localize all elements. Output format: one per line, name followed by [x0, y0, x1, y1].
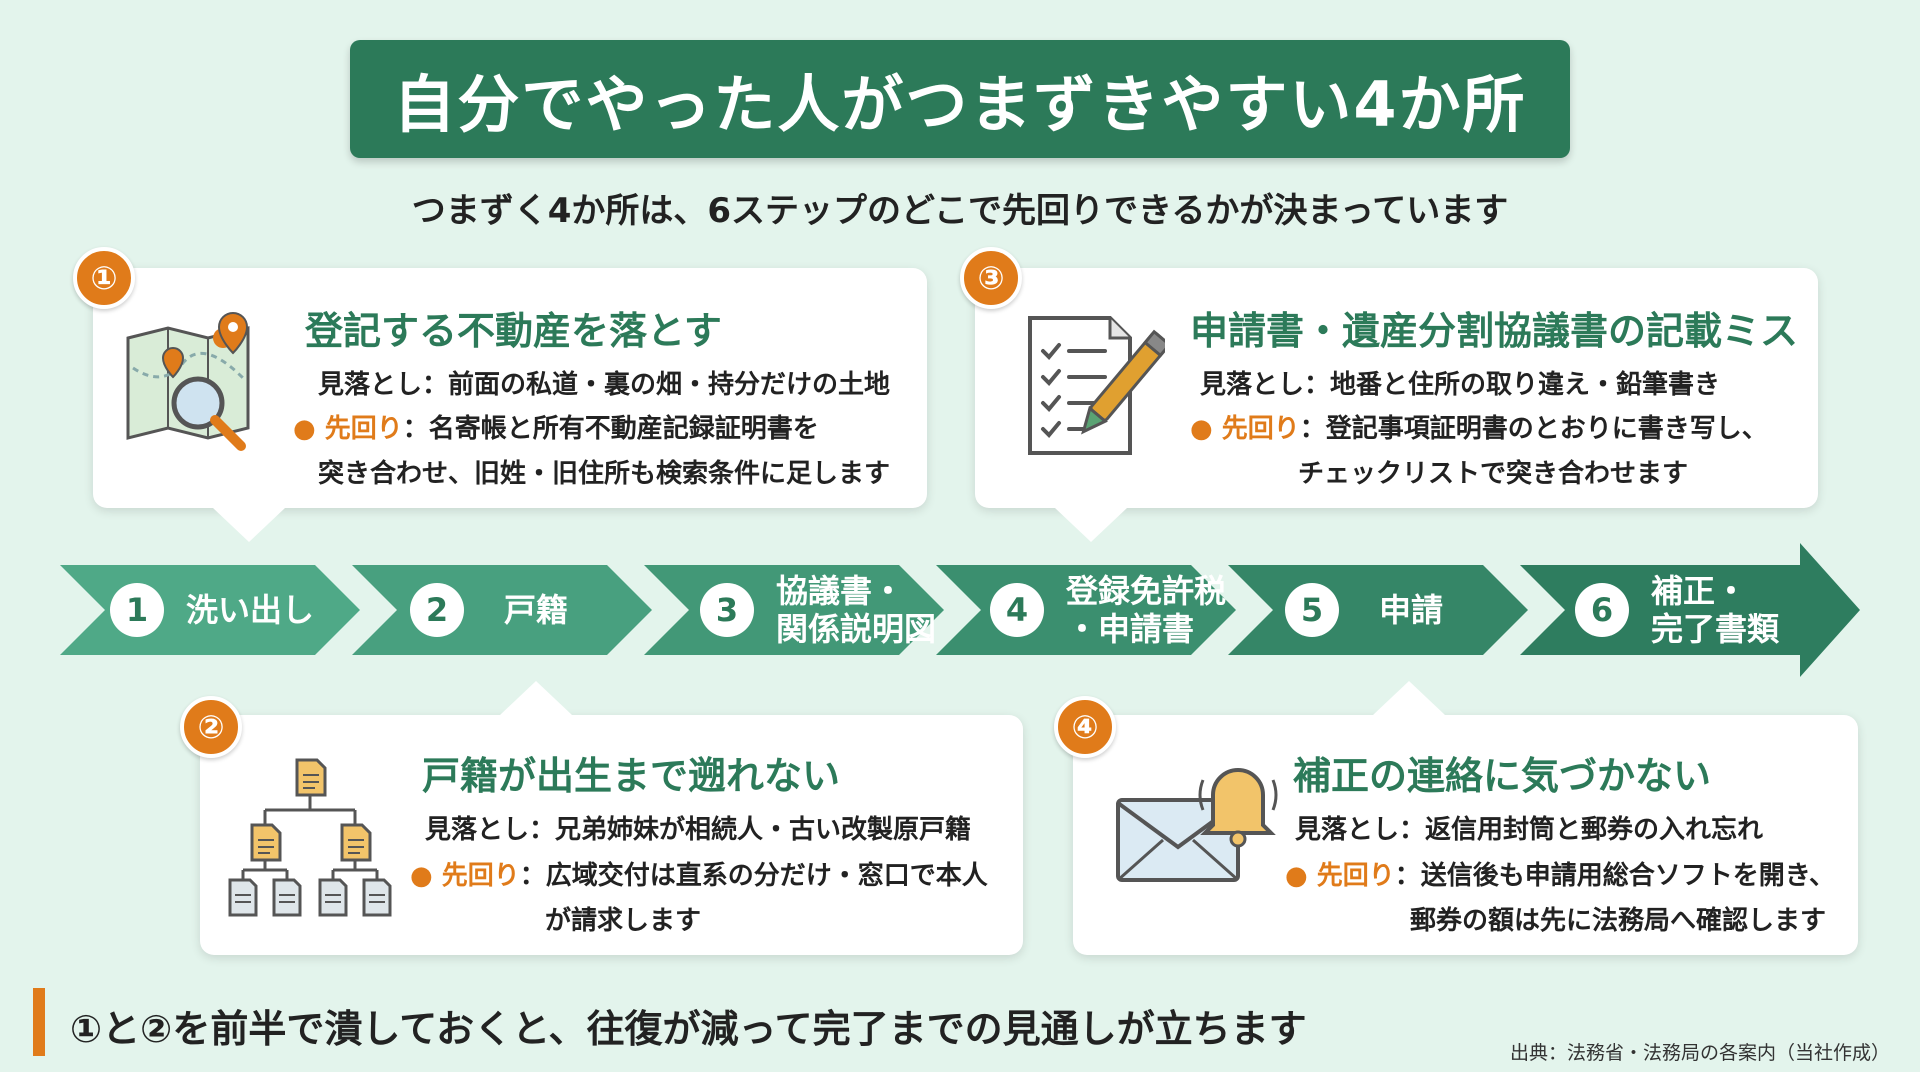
step-label-line-2: ・申請書 [1066, 610, 1195, 648]
step-label-line-2: 関係説明図 [776, 610, 937, 648]
fix-line-2: 郵券の額は先に法務局へ確認します [1410, 906, 1827, 936]
map-search-icon [123, 308, 273, 462]
source-note: 出典：法務省・法務局の各案内（当社作成） [1509, 1042, 1890, 1064]
fix-line-2: チェックリストで突き合わせます [1298, 459, 1689, 489]
step-label: 戸籍 [504, 591, 569, 629]
fix-label: 先回り [441, 861, 520, 891]
card-pitfall-4: 補正の連絡に気づかない 見落とし：返信用封筒と郵券の入れ忘れ ● 先回り：送信後… [1073, 681, 1858, 955]
step-1: 1 洗い出し [110, 543, 314, 677]
process-flow: 1 洗い出し 2 戸籍 3 協議書・関係説明図 4 登録免許税・申請書 5 申請… [60, 543, 1860, 677]
step-number: 5 [1285, 583, 1339, 637]
step-chevron-6 [1520, 543, 1860, 677]
miss-text: 見落とし：地番と住所の取り違え・鉛筆書き [1200, 370, 1721, 400]
miss-text: 見落とし：前面の私道・裏の畑・持分だけの土地 [318, 370, 891, 400]
fix-label: 先回り [324, 414, 403, 444]
card-title: 登記する不動産を落とす [305, 309, 722, 353]
family-tree-icon [225, 755, 395, 929]
fix-line-2: が請求します [545, 906, 702, 936]
card-title: 補正の連絡に気づかない [1293, 754, 1712, 798]
badge-1: ① [73, 247, 135, 309]
step-number: 1 [110, 583, 164, 637]
badge-2: ② [180, 696, 242, 758]
step-label: 洗い出し [186, 591, 315, 629]
step-6: 6 補正・完了書類 [1575, 543, 1779, 677]
fix-text: ● 先回り：登記事項証明書のとおりに書き写し、 チェックリストで突き合わせます [1190, 414, 1768, 489]
fix-label: 先回り [1316, 861, 1395, 891]
miss-text: 見落とし：返信用封筒と郵券の入れ忘れ [1295, 815, 1764, 845]
fix-text: ● 先回り：広域交付は直系の分だけ・窓口で本人 が請求します [410, 861, 988, 936]
fix-text: ● 先回り：送信後も申請用総合ソフトを開き、 郵券の額は先に法務局へ確認します [1285, 861, 1835, 936]
step-number: 3 [700, 583, 754, 637]
fix-line-1: ：登記事項証明書のとおりに書き写し、 [1299, 414, 1768, 444]
step-label: 申請 [1379, 591, 1444, 629]
step-3: 3 協議書・関係説明図 [700, 543, 936, 677]
badge-3: ③ [960, 247, 1022, 309]
badge-4: ④ [1054, 696, 1116, 758]
checklist-pen-icon [1025, 313, 1172, 467]
step-label-line-1: 補正・ [1651, 572, 1748, 610]
step-label-line-2: 完了書類 [1651, 610, 1780, 648]
page-title: 自分でやった人がつまずきやすい4か所 [393, 68, 1527, 141]
fix-line-1: ：名寄帳と所有不動産記録証明書を [402, 414, 819, 444]
step-label-line-1: 登録免許税 [1066, 572, 1227, 610]
card-pitfall-3: 申請書・遺産分割協議書の記載ミス 見落とし：地番と住所の取り違え・鉛筆書き ● … [975, 268, 1818, 542]
bottom-accent-bar [33, 988, 45, 1056]
step-4: 4 登録免許税・申請書 [990, 543, 1226, 677]
miss-text: 見落とし：兄弟姉妹が相続人・古い改製原戸籍 [425, 815, 972, 845]
step-number: 4 [990, 583, 1044, 637]
step-label-line-1: 協議書・ [776, 572, 905, 610]
card-title: 戸籍が出生まで遡れない [422, 754, 841, 798]
mail-bell-icon [1113, 765, 1283, 889]
card-pitfall-2: 戸籍が出生まで遡れない 見落とし：兄弟姉妹が相続人・古い改製原戸籍 ● 先回り：… [200, 681, 1023, 955]
step-5: 5 申請 [1285, 543, 1443, 677]
fix-line-1: ：広域交付は直系の分だけ・窓口で本人 [519, 861, 988, 891]
fix-line-1: ：送信後も申請用総合ソフトを開き、 [1394, 861, 1835, 891]
card-pitfall-1: 登記する不動産を落とす 見落とし：前面の私道・裏の畑・持分だけの土地 ● 先回り… [93, 268, 927, 542]
card-title: 申請書・遺産分割協議書の記載ミス [1190, 309, 1799, 353]
subtitle: つまずく4か所は、6ステップのどこで先回りできるかが決まっています [411, 191, 1509, 231]
fix-text: ● 先回り：名寄帳と所有不動産記録証明書を 突き合わせ、旧姓・旧住所も検索条件に… [293, 414, 891, 489]
fix-label: 先回り [1221, 414, 1300, 444]
bottom-message: ①と②を前半で潰しておくと、往復が減って完了までの見通しが立ちます [70, 1007, 1307, 1051]
step-number: 6 [1575, 583, 1629, 637]
title-banner: 自分でやった人がつまずきやすい4か所 [350, 40, 1570, 158]
step-2: 2 戸籍 [410, 543, 568, 677]
fix-line-2: 突き合わせ、旧姓・旧住所も検索条件に足します [318, 459, 891, 489]
step-number: 2 [410, 583, 464, 637]
